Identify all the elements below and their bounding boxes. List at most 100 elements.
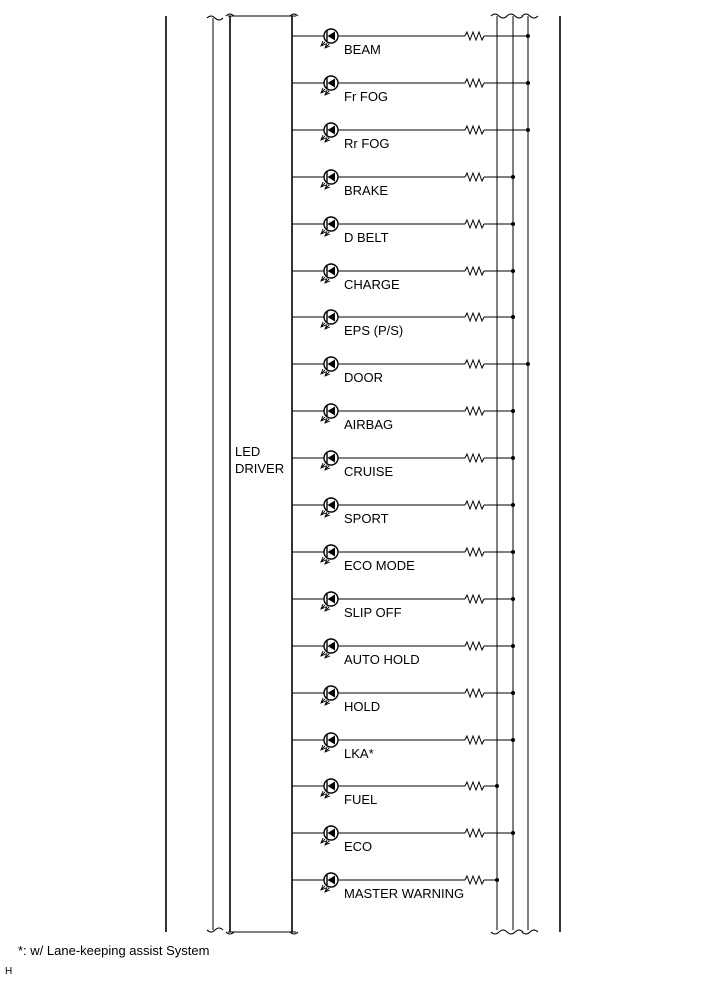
channel-label: SLIP OFF (344, 605, 402, 620)
led-channel-row: SLIP OFF (292, 591, 515, 620)
resistor-icon (464, 687, 485, 699)
junction-dot (511, 597, 515, 601)
led-channel-row: MASTER WARNING (292, 872, 499, 901)
led-channel-row: EPS (P/S) (292, 309, 515, 338)
resistor-icon (464, 124, 485, 136)
led-icon (320, 638, 339, 659)
resistor-icon (464, 30, 485, 42)
channel-label: EPS (P/S) (344, 323, 403, 338)
diagram-frame (165, 13, 561, 935)
resistor-icon (464, 874, 485, 886)
resistor-icon (464, 171, 485, 183)
channel-label: DOOR (344, 370, 383, 385)
junction-dot (511, 550, 515, 554)
led-icon (320, 169, 339, 190)
channel-label: SPORT (344, 511, 389, 526)
led-channel-row: BEAM (292, 28, 530, 57)
led-channel-row: D BELT (292, 216, 515, 245)
resistor-icon (464, 452, 485, 464)
led-icon (320, 732, 339, 753)
channel-label: Rr FOG (344, 136, 390, 151)
led-channel-row: CRUISE (292, 450, 515, 479)
junction-dot (495, 878, 499, 882)
channel-label: BRAKE (344, 183, 388, 198)
resistor-icon (464, 546, 485, 558)
channel-label: LKA* (344, 746, 374, 761)
resistor-icon (464, 218, 485, 230)
junction-dot (526, 34, 530, 38)
led-channel-row: ECO MODE (292, 544, 515, 573)
channel-label: AUTO HOLD (344, 652, 420, 667)
led-channel-row: AIRBAG (292, 403, 515, 432)
junction-dot (511, 222, 515, 226)
resistor-icon (464, 358, 485, 370)
led-channel-row: HOLD (292, 685, 515, 714)
led-icon (320, 122, 339, 143)
break-mark-bottom (206, 927, 299, 935)
led-channel-row: LKA* (292, 732, 515, 761)
led-icon (320, 778, 339, 799)
break-mark-top (206, 13, 299, 21)
channel-label: CRUISE (344, 464, 393, 479)
junction-dot (511, 691, 515, 695)
junction-dot (511, 456, 515, 460)
led-icon (320, 28, 339, 49)
led-icon (320, 825, 339, 846)
led-icon (320, 403, 339, 424)
led-channel-row: AUTO HOLD (292, 638, 515, 667)
junction-dot (511, 831, 515, 835)
channel-label: ECO (344, 839, 372, 854)
led-channel-row: DOOR (292, 356, 530, 385)
junction-dot (511, 315, 515, 319)
resistor-icon (464, 734, 485, 746)
resistor-icon (464, 780, 485, 792)
led-channels: BEAM Fr FOG Rr FOG BRAKE D BELT CHARGE EPS (P/… (292, 28, 530, 901)
junction-dot (511, 269, 515, 273)
junction-dot (526, 81, 530, 85)
resistor-icon (464, 827, 485, 839)
led-icon (320, 544, 339, 565)
led-icon (320, 872, 339, 893)
led-channel-row: CHARGE (292, 263, 515, 292)
resistor-icon (464, 405, 485, 417)
resistor-icon (464, 265, 485, 277)
resistor-icon (464, 77, 485, 89)
figure-code: H (5, 966, 13, 977)
led-icon (320, 591, 339, 612)
channel-label: MASTER WARNING (344, 886, 464, 901)
channel-label: CHARGE (344, 277, 400, 292)
channel-label: AIRBAG (344, 417, 393, 432)
led-channel-row: ECO (292, 825, 515, 854)
led-icon (320, 75, 339, 96)
channel-label: BEAM (344, 42, 381, 57)
led-channel-row: BRAKE (292, 169, 515, 198)
junction-dot (511, 503, 515, 507)
channel-label: ECO MODE (344, 558, 415, 573)
led-channel-row: Rr FOG (292, 122, 530, 151)
led-icon (320, 450, 339, 471)
footnote: *: w/ Lane-keeping assist System (18, 943, 210, 958)
led-channel-row: FUEL (292, 778, 499, 807)
junction-dot (526, 128, 530, 132)
junction-dot (511, 409, 515, 413)
led-driver-label-line1: LED (235, 444, 260, 459)
junction-dot (526, 362, 530, 366)
resistor-icon (464, 311, 485, 323)
channel-label: D BELT (344, 230, 389, 245)
led-icon (320, 216, 339, 237)
resistor-icon (464, 640, 485, 652)
junction-dot (511, 644, 515, 648)
led-driver-label-line2: DRIVER (235, 461, 284, 476)
led-icon (320, 497, 339, 518)
channel-label: Fr FOG (344, 89, 388, 104)
led-icon (320, 309, 339, 330)
junction-dot (511, 175, 515, 179)
led-channel-row: Fr FOG (292, 75, 530, 104)
bus-break-bottom (490, 929, 539, 935)
resistor-icon (464, 593, 485, 605)
junction-dot (495, 784, 499, 788)
junction-dot (511, 738, 515, 742)
channel-label: FUEL (344, 792, 377, 807)
resistor-icon (464, 499, 485, 511)
